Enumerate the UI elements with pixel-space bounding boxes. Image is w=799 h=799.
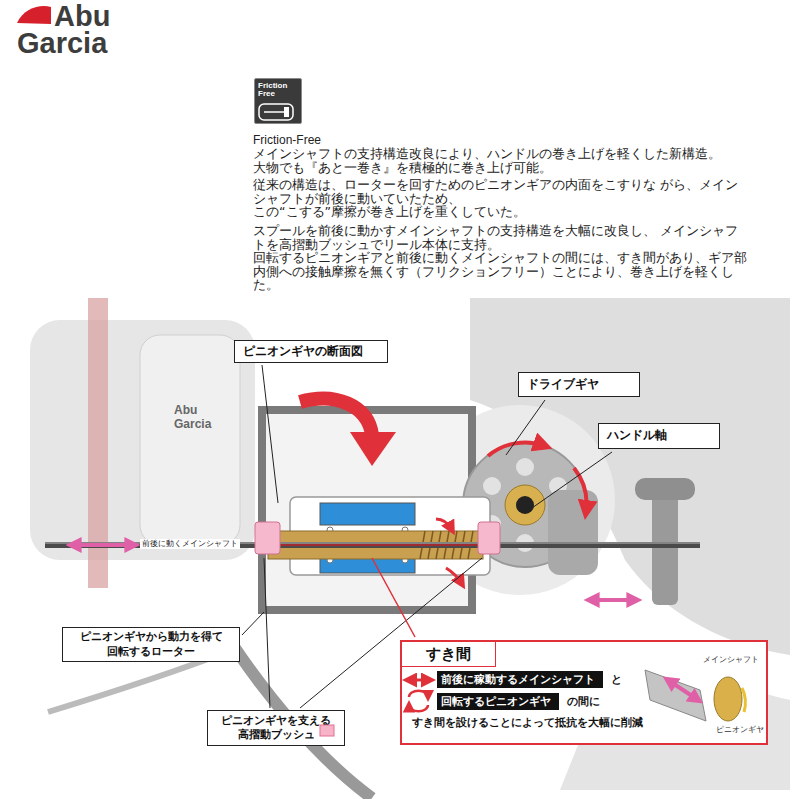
pinion-section xyxy=(268,531,483,559)
node-text: ピニオンギヤの断面図 xyxy=(243,344,363,360)
highlight-tag: 回転するピニオンギヤ xyxy=(437,693,559,710)
row-icon xyxy=(409,705,428,711)
spool xyxy=(30,320,255,560)
node-text: ピニオンギヤを支える 高摺動ブッシュ xyxy=(218,714,335,743)
main-shaft xyxy=(280,544,480,546)
drive-gear xyxy=(483,477,501,495)
description-text: 従来の構造は、ローターを回すためのピニオンギアの内面をこすりな がら、メインシャ… xyxy=(253,178,750,205)
pinion-section xyxy=(268,497,490,575)
handle xyxy=(548,478,695,605)
brand-logo: Abu xyxy=(54,2,110,31)
node-text: Friction Free xyxy=(258,82,298,99)
connective-text: の間に xyxy=(567,695,600,708)
friction-free-symbol xyxy=(259,104,293,120)
callout-box: ピニオンギヤを支える 高摺動ブッシュ xyxy=(207,710,345,746)
leader-line xyxy=(264,558,270,708)
callout-box: ハンドル軸 xyxy=(598,423,720,449)
friction-free-symbol xyxy=(264,111,288,113)
spool xyxy=(30,320,255,560)
description-text: メインシャフトの支持構造改良により、ハンドルの巻き上げを軽くした新構造。 xyxy=(253,147,750,161)
handle xyxy=(635,478,695,500)
handle xyxy=(590,598,636,602)
node-text: ピニオンギヤから動力を得て 回転するローター xyxy=(76,630,226,659)
drive-gear xyxy=(516,496,534,514)
rotation-arrow xyxy=(488,443,545,456)
gap-inset xyxy=(645,670,706,721)
node-text: 前後に稼動するメインシャフト xyxy=(441,673,599,686)
color-swatch xyxy=(320,725,334,736)
highlight-tag: 前後に稼動するメインシャフト xyxy=(437,671,603,688)
feature-icon: Friction Free xyxy=(254,78,302,124)
explanation-panel: すき間前後に稼動するメインシャフト回転するピニオンギヤ との間にすき間を設けること… xyxy=(400,640,768,745)
rotation-arrow xyxy=(436,519,452,530)
brand-swoosh xyxy=(17,6,51,24)
node-text: ハンドル軸 xyxy=(607,428,667,444)
spool xyxy=(140,335,240,545)
row-icon xyxy=(409,691,428,697)
gap-inset xyxy=(645,670,745,721)
color-swatch xyxy=(320,725,334,736)
connective-text: と xyxy=(611,673,622,686)
rotation-arrow xyxy=(300,399,587,584)
node-text: 回転するピニオンギヤ xyxy=(441,695,555,708)
callout-box: ピニオンギヤの断面図 xyxy=(234,340,388,363)
friction-free-symbol xyxy=(284,107,289,117)
reel-foot xyxy=(48,648,372,798)
description: Friction-Freeメインシャフトの支持構造改良により、ハンドルの巻き上げ… xyxy=(253,133,750,292)
gap-inset xyxy=(714,677,742,721)
node-text: すき間 xyxy=(402,642,496,667)
pinion-section xyxy=(320,503,415,525)
description-text: スプールを前後に動かすメインシャフトの支持構造を大幅に改良し、 メインシャフトを… xyxy=(253,224,750,251)
leader-line xyxy=(262,365,278,503)
part-label: メインシャフト xyxy=(703,656,759,664)
bush xyxy=(255,522,280,554)
callout-box: ドライブギヤ xyxy=(518,372,640,397)
brand-mark: Abu Garcia xyxy=(174,404,220,432)
gap-inset xyxy=(668,680,698,700)
bush xyxy=(255,522,500,554)
leader-line xyxy=(372,558,415,637)
node-text: ドライブギヤ xyxy=(527,377,599,393)
row-icon xyxy=(408,680,430,711)
bush xyxy=(478,522,500,554)
rotation-arrow xyxy=(350,432,396,466)
gap-inset xyxy=(742,688,745,712)
description-text: 回転するピニオンギアと前後に動くメインシャフトの間には、すき間があり、ギア部内側… xyxy=(253,251,750,292)
description-text: この“こする”摩擦が巻き上げを重くしていた。 xyxy=(253,205,750,219)
part-label: 前後に動くメインシャフト xyxy=(140,539,240,549)
callout-box: ピニオンギヤから動力を得て 回転するローター xyxy=(62,627,240,662)
description-text: 大物でも『あと一巻き』を積極的に巻き上げ可能。 xyxy=(253,161,750,175)
brand-logo: Garcia xyxy=(17,29,107,58)
explanation-text: すき間を設けることによって抵抗を大幅に削減 xyxy=(412,716,643,729)
brand-swoosh xyxy=(17,6,51,24)
drive-gear xyxy=(505,485,545,525)
part-label: ピニオンギヤ xyxy=(716,726,764,734)
heading: Friction-Free xyxy=(253,133,750,147)
leader-line xyxy=(506,400,545,455)
rotation-arrow xyxy=(300,399,372,435)
handle xyxy=(548,490,598,575)
leader-line xyxy=(242,612,264,635)
drive-gear xyxy=(516,458,534,476)
friction-free-symbol xyxy=(259,104,293,120)
row-icon xyxy=(408,679,430,682)
leader-line xyxy=(532,452,612,508)
main-shaft xyxy=(72,543,134,547)
